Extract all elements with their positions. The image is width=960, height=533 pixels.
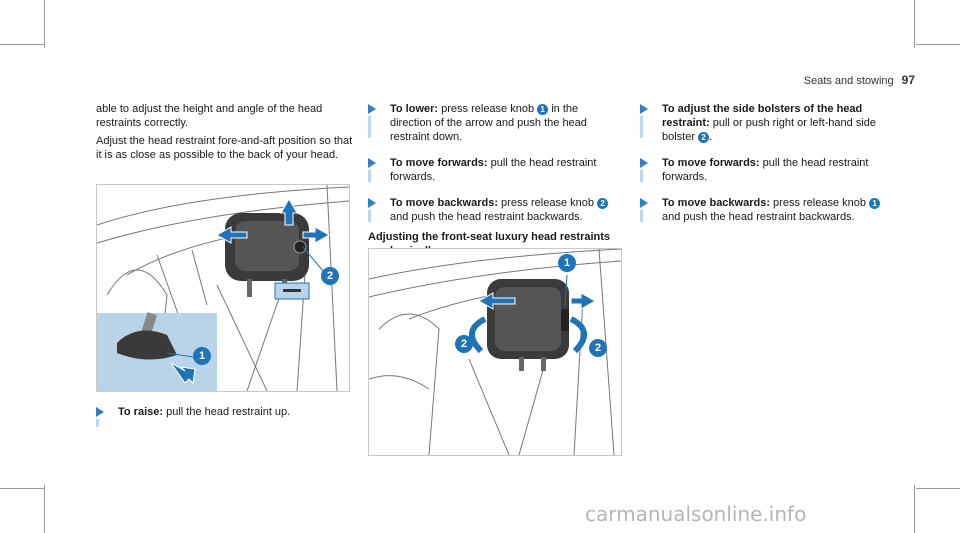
step-text: press release knob	[498, 197, 598, 209]
step-arrow-icon	[640, 158, 648, 168]
callout-2: 2	[455, 335, 473, 353]
paragraph: Adjust the head restraint fore-and-aft p…	[96, 135, 353, 161]
step-bar	[640, 170, 643, 182]
step-arrow-icon	[368, 158, 376, 168]
step-bar	[368, 116, 371, 138]
watermark: carmanualsonline.info	[585, 502, 807, 526]
step-text: pull or push right or left-hand side bol…	[662, 117, 877, 143]
step-arrow-icon	[640, 198, 648, 208]
column-3: To adjust the side bolsters of the head …	[640, 102, 900, 236]
figure-luxury-head-restraint: 1 2 2	[368, 248, 622, 456]
step-text: pull the head restraint up.	[163, 406, 291, 418]
step-label: To move backwards:	[390, 197, 498, 209]
crop-mark	[914, 0, 915, 48]
step-lower: To lower: press release knob 1 in the di…	[368, 102, 618, 144]
section-title: Seats and stowing	[803, 75, 894, 87]
callout-2: 2	[589, 339, 607, 357]
step-raise: To raise: pull the head restraint up.	[96, 405, 354, 427]
step-bar	[640, 116, 643, 138]
step-bar	[368, 170, 371, 182]
running-head: Seats and stowing 97	[760, 73, 915, 87]
step-backward: To move backwards: press release knob 1 …	[640, 196, 900, 224]
column-1: able to adjust the height and angle of t…	[96, 102, 354, 166]
crop-mark	[916, 44, 960, 45]
callout-1: 1	[558, 254, 576, 272]
crop-mark	[0, 488, 44, 489]
knob-1-badge: 1	[537, 103, 549, 115]
step-backward: To move backwards: press release knob 2 …	[368, 196, 618, 224]
step-text: in the direction of the arrow and push t…	[390, 103, 587, 143]
crop-mark	[916, 488, 960, 489]
step-arrow-icon	[96, 407, 104, 417]
step-text: press release knob	[770, 197, 870, 209]
callout-2: 2	[321, 267, 339, 285]
crop-mark	[44, 0, 45, 48]
figure-head-restraint-height: 1 2	[96, 184, 350, 392]
page-number: 97	[901, 73, 915, 87]
bolster-2-badge: 2	[698, 131, 710, 143]
step-text: press release knob	[438, 103, 538, 115]
step-side-bolsters: To adjust the side bolsters of the head …	[640, 102, 900, 144]
step-label: To adjust the side bolsters of the head …	[662, 103, 863, 129]
step-text: pull the head restraint forwards.	[390, 157, 597, 183]
paragraph: able to adjust the height and angle of t…	[96, 103, 323, 129]
knob-1-badge: 1	[869, 197, 881, 209]
crop-mark	[44, 485, 45, 533]
crop-mark	[0, 44, 44, 45]
column-2: To lower: press release knob 1 in the di…	[368, 102, 618, 270]
step-arrow-icon	[368, 104, 376, 114]
step-label: To move forwards:	[662, 157, 760, 169]
callout-1: 1	[193, 347, 211, 365]
step-bar	[96, 419, 99, 427]
step-forward: To move forwards: pull the head restrain…	[640, 156, 900, 184]
step-arrow-icon	[368, 198, 376, 208]
step-label: To lower:	[390, 103, 439, 115]
step-label: To move forwards:	[390, 157, 488, 169]
step-arrow-icon	[640, 104, 648, 114]
step-bar	[368, 210, 371, 222]
step-text: and push the head restraint backwards.	[390, 211, 583, 223]
step-label: To raise:	[118, 406, 164, 418]
step-forward: To move forwards: pull the head restrain…	[368, 156, 618, 184]
knob-2-badge: 2	[597, 197, 609, 209]
step-text: .	[709, 131, 713, 143]
column-1-steps: To raise: pull the head restraint up.	[96, 405, 354, 431]
step-label: To move backwards:	[662, 197, 770, 209]
step-text: and push the head restraint backwards.	[662, 211, 855, 223]
step-text: pull the head restraint forwards.	[662, 157, 869, 183]
step-bar	[640, 210, 643, 222]
crop-mark	[914, 485, 915, 533]
